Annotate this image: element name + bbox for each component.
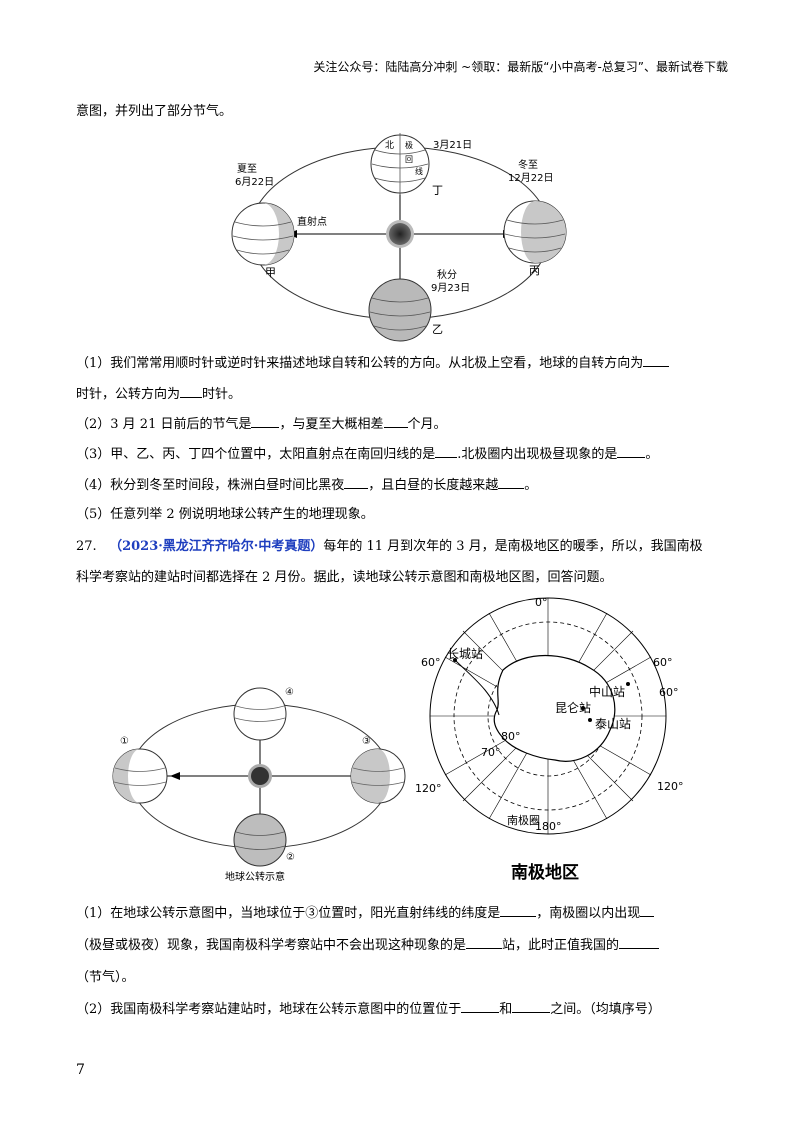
map-title: 南极地区 <box>511 862 579 883</box>
q27-1-line1: （1）在地球公转示意图中，当地球位于③位置时，阳光直射纬线的纬度是，南极圈以内出… <box>76 902 655 921</box>
revolution-diagram-2: ④ ① ③ ② 地球公转示意 <box>112 687 406 883</box>
revolution-diagram-1: 北 极 回 线 3月21日 丁 夏至 6月22日 直射点 甲 冬至 12月22日… <box>231 133 567 342</box>
station-changcheng: 长城站 <box>447 647 483 661</box>
label-bing: 丙 <box>529 264 540 277</box>
sun-icon <box>248 764 272 788</box>
station-kunlun: 昆仑站 <box>555 701 591 715</box>
globe-jia <box>231 202 295 266</box>
label-jia: 甲 <box>265 266 276 279</box>
q26-3: （3）甲、乙、丙、丁四个位置中，太阳直射点在南回归线的是.北极圈内出现极昼现象的… <box>76 445 659 462</box>
longitude-120e: 120° <box>657 780 684 793</box>
label-june22: 6月22日 <box>235 176 274 188</box>
label-direct-point: 直射点 <box>297 215 327 228</box>
answer-blank[interactable] <box>500 904 537 917</box>
q26-1-line1: （1）我们常常用顺时针或逆时针来描述地球自转和公转的方向。从北极上空看，地球的自… <box>76 352 670 371</box>
label-summer-solstice: 夏至 <box>237 163 257 175</box>
source-tag: （2023·黑龙江齐齐哈尔·中考真题） <box>109 539 324 554</box>
answer-blank[interactable] <box>251 415 280 428</box>
answer-blank[interactable] <box>461 1000 500 1013</box>
label-autumn-equinox: 秋分 <box>437 268 457 281</box>
globe-position-3 <box>350 748 406 804</box>
answer-blank[interactable] <box>619 936 660 949</box>
answer-blank[interactable] <box>435 445 458 458</box>
globe-position-4 <box>233 687 287 741</box>
label-march21: 3月21日 <box>433 139 472 151</box>
answer-blank[interactable] <box>383 415 408 428</box>
answer-blank[interactable] <box>640 904 655 917</box>
longitude-180: 180° <box>535 820 562 833</box>
globe-ding: 北 极 回 线 <box>370 133 430 195</box>
label-sep23: 9月23日 <box>431 282 470 294</box>
antarctic-circle-label: 南极圈 <box>507 813 540 827</box>
q26-2: （2）3 月 21 日前后的节气是，与夏至大概相差个月。 <box>76 415 447 432</box>
q27-2: （2）我国南极科学考察站建站时，地球在公转示意图中的位置位于和之间。（均填序号） <box>76 1000 661 1017</box>
globe-bing <box>503 200 567 264</box>
longitude-0: 0° <box>535 596 548 609</box>
longitude-60w: 60° <box>421 656 441 669</box>
globe-char: 线 <box>415 166 423 176</box>
answer-blank[interactable] <box>344 476 369 489</box>
globe-char: 回 <box>405 155 413 164</box>
diagram-caption: 地球公转示意 <box>225 870 285 883</box>
answer-blank[interactable] <box>180 385 203 398</box>
longitude-60e-alt: 60° <box>659 686 679 699</box>
answer-blank[interactable] <box>512 1000 551 1013</box>
q26-1-line2: 时针，公转方向为时针。 <box>76 385 242 402</box>
q27-1-line2: （极昼或极夜）现象，我国南极科学考察站中不会出现这种现象的是站，此时正值我国的 <box>76 934 660 953</box>
longitude-120w: 120° <box>415 782 442 795</box>
globe-position-1 <box>112 748 168 804</box>
q27-line2: 科学考察站的建站时间都选择在 2 月份。据此，读地球公转示意图和南极地区图，回答… <box>76 570 613 585</box>
sun-icon <box>386 220 414 248</box>
longitude-60e: 60° <box>653 656 673 669</box>
latitude-80: 80° <box>501 730 521 743</box>
globe-position-2 <box>233 813 287 867</box>
station-zhongshan: 中山站 <box>589 684 625 699</box>
q27-line1: 27. （2023·黑龙江齐齐哈尔·中考真题）每年的 11 月到次年的 3 月，… <box>76 539 703 554</box>
label-ding: 丁 <box>432 184 443 197</box>
station-taishan: 泰山站 <box>595 717 631 731</box>
latitude-70: 70° <box>481 746 501 759</box>
position-2-label: ② <box>286 852 295 863</box>
q27-1-line3: （节气）。 <box>76 970 135 985</box>
globe-char: 极 <box>405 140 413 150</box>
north-label: 北 <box>385 140 394 151</box>
position-4-label: ④ <box>285 687 294 698</box>
page-number: 7 <box>76 1062 85 1078</box>
position-3-label: ③ <box>362 736 371 747</box>
answer-blank[interactable] <box>617 445 646 458</box>
page-header: 关注公众号：陆陆高分冲刺 ~领取：最新版“小中高考-总复习”、最新试卷下载 <box>313 60 728 74</box>
answer-blank[interactable] <box>498 476 525 489</box>
globe-yi <box>368 278 432 342</box>
label-yi: 乙 <box>432 323 443 336</box>
q26-5: （5）任意列举 2 例说明地球公转产生的地理现象。 <box>76 507 374 522</box>
answer-blank[interactable] <box>466 936 503 949</box>
answer-blank[interactable] <box>643 354 670 367</box>
intro-text: 意图，并列出了部分节气。 <box>76 104 233 119</box>
q26-4: （4）秋分到冬至时间段，株洲白昼时间比黑夜，且白昼的长度越来越。 <box>76 476 538 493</box>
position-1-label: ① <box>120 736 129 747</box>
label-dec22: 12月22日 <box>508 172 553 184</box>
antarctica-map: 0° 60° 60° 60° 120° 120° 180° 80° 70° 长城… <box>415 596 684 883</box>
label-winter-solstice: 冬至 <box>518 158 538 171</box>
